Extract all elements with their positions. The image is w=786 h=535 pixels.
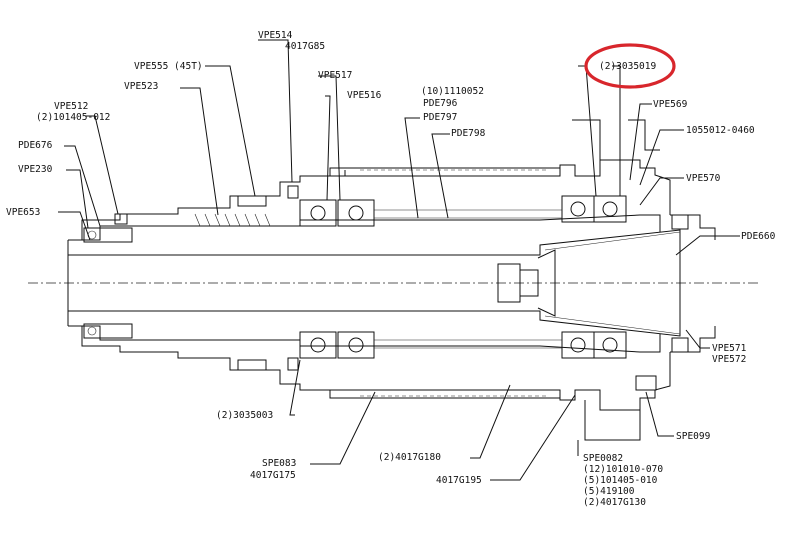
label-vpe569: VPE569: [653, 99, 688, 110]
leader-lines: [58, 39, 740, 481]
label-vpe516: VPE516: [347, 90, 382, 101]
label-101405-010: (5)101405-010: [583, 475, 658, 486]
label-spe099: SPE099: [676, 431, 711, 442]
label-vpe512: VPE512: [54, 101, 88, 112]
label-4017g130: (2)4017G130: [583, 497, 646, 508]
label-419100: (5)419100: [583, 486, 635, 497]
callout-labels: VPE514 4017G85 VPE555 (45T) VPE523 VPE51…: [6, 30, 776, 508]
label-vpe571: VPE571: [712, 343, 747, 354]
nose-cap: [670, 214, 716, 353]
label-4017g85: 4017G85: [285, 41, 325, 52]
label-pde797: PDE797: [423, 112, 457, 123]
label-1055012-0460: 1055012-0460: [686, 125, 755, 136]
label-spe083: SPE083: [262, 458, 296, 469]
bearings-lower: [299, 331, 627, 359]
label-101010-070: (12)101010-070: [583, 464, 663, 475]
label-vpe230: VPE230: [18, 164, 53, 175]
label-pde796: PDE796: [423, 98, 458, 109]
housing-lower: [81, 326, 671, 441]
label-4017g175: 4017G175: [250, 470, 296, 481]
label-3035019: (2)3035019: [599, 61, 656, 72]
spacers: [287, 185, 562, 371]
label-pde676: PDE676: [18, 140, 53, 151]
label-3035003: (2)3035003: [216, 410, 273, 421]
label-vpe555: VPE555 (45T): [134, 61, 203, 72]
label-spe0082: SPE0082: [583, 453, 623, 464]
label-vpe523: VPE523: [124, 81, 158, 92]
label-101405-012: (2)101405-012: [36, 112, 110, 123]
rear-nut: [83, 227, 133, 339]
label-4017g180: (2)4017G180: [378, 452, 441, 463]
label-vpe570: VPE570: [686, 173, 721, 184]
label-vpe514: VPE514: [258, 30, 293, 41]
label-vpe517: VPE517: [318, 70, 352, 81]
label-pde660: PDE660: [741, 231, 776, 242]
label-pde798: PDE798: [451, 128, 486, 139]
label-4017g195: 4017G195: [436, 475, 482, 486]
label-vpe572: VPE572: [712, 354, 746, 365]
label-vpe653: VPE653: [6, 207, 40, 218]
spindle-shaft: [67, 214, 681, 353]
pull-stud: [497, 249, 556, 317]
bearings-upper: [299, 195, 627, 227]
label-1110052: (10)1110052: [421, 86, 484, 97]
highlight-ellipse: [584, 43, 676, 89]
